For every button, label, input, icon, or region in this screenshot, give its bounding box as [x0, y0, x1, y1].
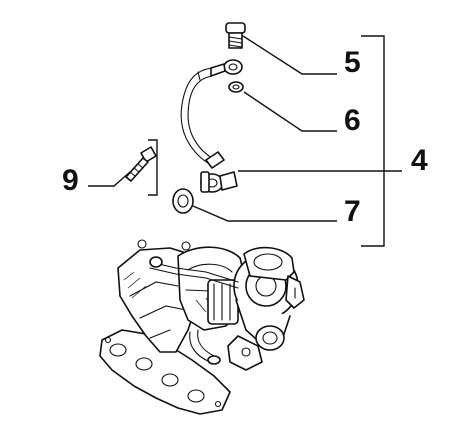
callout-6: 6 [344, 104, 361, 137]
callout-9: 9 [62, 164, 79, 197]
fixing-bolt [125, 146, 157, 182]
callout-5: 5 [344, 46, 361, 79]
oil-feed-pipe [180, 59, 243, 193]
sealing-washer-upper [228, 81, 244, 93]
leader-lines [88, 35, 402, 247]
bracket-group-9 [148, 139, 158, 196]
turbocharger-assembly [99, 239, 305, 415]
gasket-ring [172, 188, 194, 214]
banjo-bolt [225, 22, 246, 49]
callout-4: 4 [411, 144, 428, 177]
callout-7: 7 [344, 195, 361, 228]
